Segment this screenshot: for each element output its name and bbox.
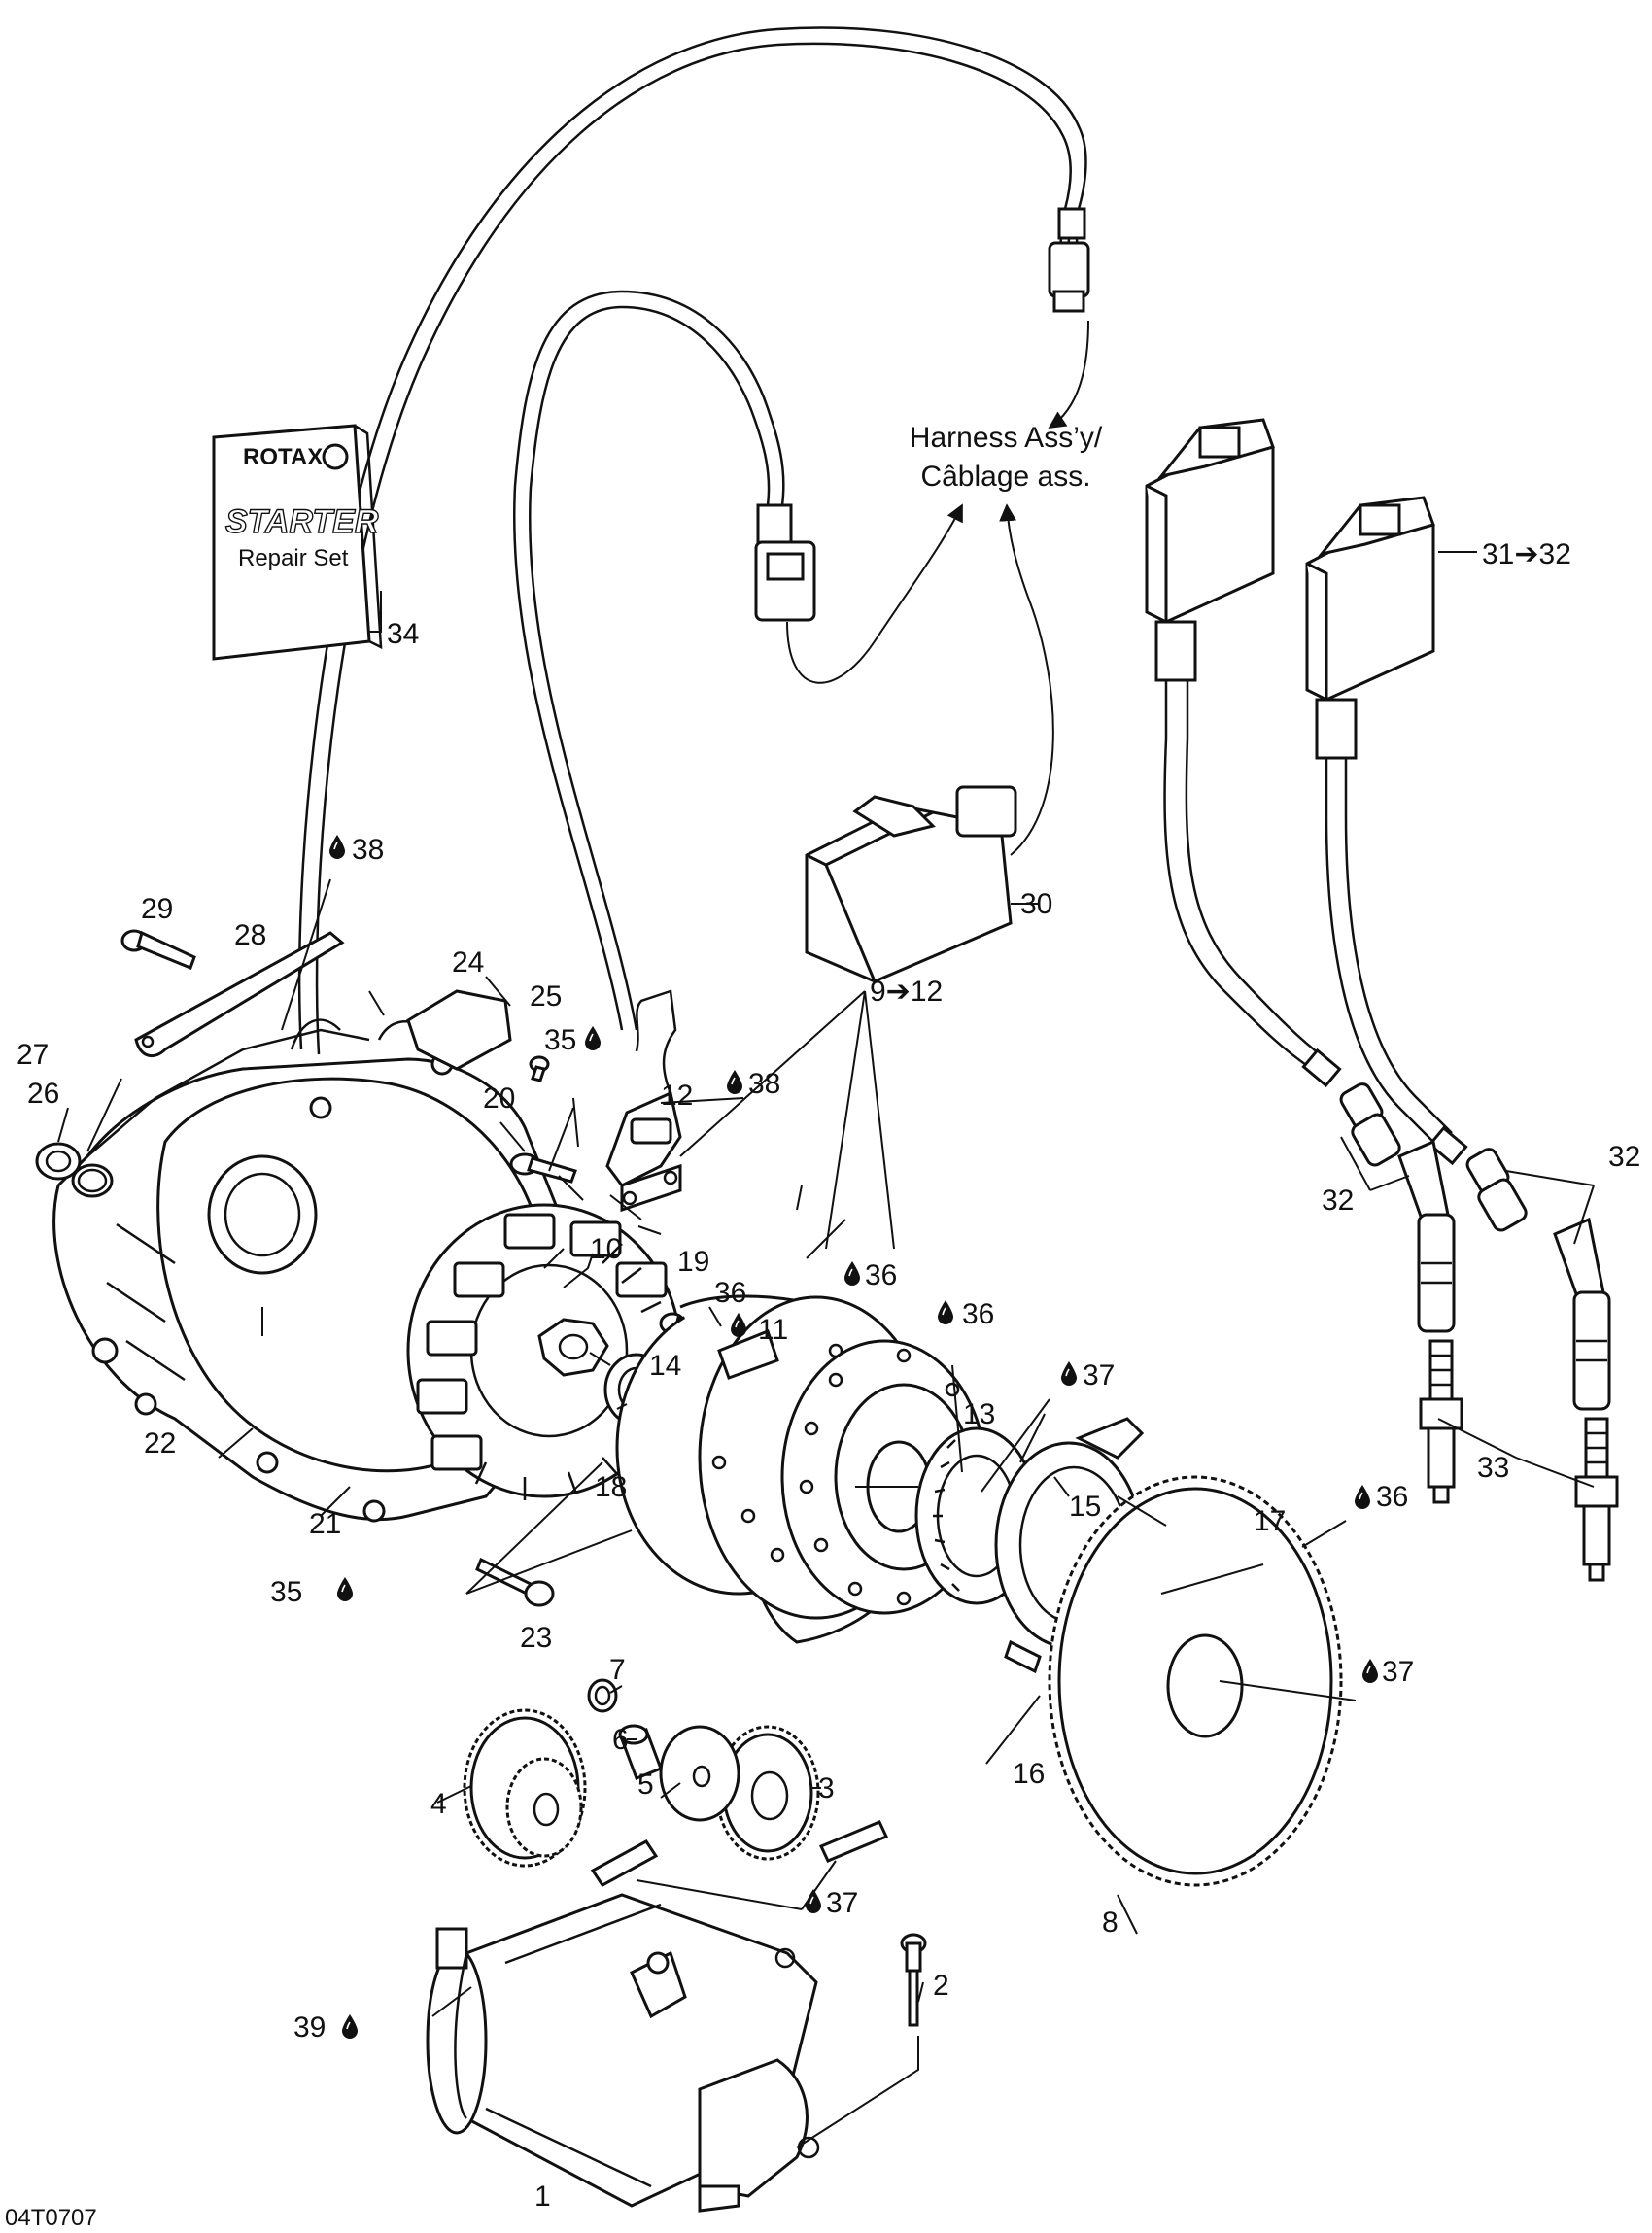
starter-repair-set-booklet: ROTAX STARTER Repair Set xyxy=(212,424,383,661)
callout-20: 20 xyxy=(483,1082,515,1115)
starter-motor xyxy=(426,1893,820,2213)
callout-35-top: 35 xyxy=(544,1024,576,1056)
callout-26: 26 xyxy=(27,1078,59,1110)
drawing-code: 04T0707 xyxy=(5,2205,97,2231)
callout-31-32: 31➔32 xyxy=(1482,538,1571,570)
thrust-washer xyxy=(659,1725,740,1822)
oil-drop-icon xyxy=(328,834,346,860)
callout-6: 6 xyxy=(612,1724,629,1756)
screw-20 xyxy=(509,1152,577,1184)
callout-2: 2 xyxy=(933,1970,949,2002)
callout-39: 39 xyxy=(293,2011,326,2044)
callout-11: 11 xyxy=(758,1314,788,1346)
callout-12: 12 xyxy=(661,1080,693,1112)
spark-plug-2 xyxy=(1574,1417,1619,1582)
rotax-logo-icon xyxy=(322,443,349,470)
callout-4: 4 xyxy=(430,1788,447,1820)
callout-23: 23 xyxy=(520,1622,552,1654)
callout-8: 8 xyxy=(1102,1907,1119,1939)
callout-16: 16 xyxy=(1013,1758,1045,1790)
callout-3: 3 xyxy=(818,1772,835,1804)
intermediate-gear xyxy=(715,1725,820,1861)
callout-27: 27 xyxy=(17,1039,49,1071)
spark-plug-1 xyxy=(1419,1339,1463,1504)
callout-30: 30 xyxy=(1020,888,1052,920)
callout-labels: 1 2 3 4 5 6 7 8 9➔12 10 11 12 13 14 15 1… xyxy=(17,538,1640,2213)
callout-7: 7 xyxy=(609,1654,626,1686)
cable-retainer-plate xyxy=(134,931,345,1058)
leader-lines xyxy=(57,551,1595,2148)
oil-drop-icon xyxy=(937,1299,954,1325)
callout-37-shafts: 37 xyxy=(826,1887,858,1919)
callout-36-screw: 36 xyxy=(714,1277,746,1309)
oil-drop-icon xyxy=(1361,1658,1379,1684)
screw-25 xyxy=(529,1055,550,1082)
booklet-title: STARTER xyxy=(225,503,379,540)
callout-36-rotor: 36 xyxy=(865,1259,897,1291)
booklet-subtitle: Repair Set xyxy=(238,545,349,571)
callout-24: 24 xyxy=(452,946,484,979)
oil-drop-icon xyxy=(341,2013,359,2040)
ignition-coil-1 xyxy=(1145,418,1275,739)
callout-17: 17 xyxy=(1254,1505,1286,1537)
callout-28: 28 xyxy=(234,919,266,951)
idler-gear xyxy=(463,1708,587,1868)
harness-note-line1: Harness Ass’y/ xyxy=(910,422,1103,454)
callout-18: 18 xyxy=(595,1471,627,1503)
resistor-caps xyxy=(1339,1082,1528,1232)
callout-38-top: 38 xyxy=(352,834,384,866)
screw-23 xyxy=(475,1557,555,1607)
oil-drop-icon xyxy=(1354,1484,1371,1510)
callout-1: 1 xyxy=(534,2181,551,2213)
callout-13: 13 xyxy=(963,1398,995,1430)
harness-note-line2: Câblage ass. xyxy=(920,461,1090,493)
callout-37-gear: 37 xyxy=(1382,1656,1414,1688)
oil-drop-icon xyxy=(843,1260,861,1287)
callout-38-mid: 38 xyxy=(748,1068,780,1100)
callout-22: 22 xyxy=(144,1427,176,1460)
callout-36-hub: 36 xyxy=(962,1298,994,1330)
callout-36-nut: 36 xyxy=(1376,1481,1408,1513)
starter-ring-gear xyxy=(1048,1475,1343,1887)
spark-plug-cap-1 xyxy=(1397,1139,1456,1333)
oil-drop-icon xyxy=(336,1576,354,1602)
cable-cover xyxy=(406,989,512,1071)
ignition-coil-2 xyxy=(1305,496,1435,816)
oil-drop-icon xyxy=(1060,1360,1078,1387)
o-ring xyxy=(71,1163,114,1198)
main-harness-cable xyxy=(297,26,1090,1055)
callout-9-12: 9➔12 xyxy=(870,976,943,1008)
callout-32-right: 32 xyxy=(1608,1141,1640,1173)
screw-29 xyxy=(120,929,196,970)
oil-drop-icon xyxy=(805,1888,822,1914)
callout-34: 34 xyxy=(387,618,419,650)
washer-7 xyxy=(587,1678,618,1713)
callout-33: 33 xyxy=(1477,1452,1509,1484)
screw-2 xyxy=(900,1933,927,2027)
oil-seal xyxy=(35,1142,82,1181)
trigger-coil xyxy=(605,1090,682,1213)
harness-connector-top xyxy=(1048,241,1090,298)
callout-32-left: 32 xyxy=(1322,1185,1354,1217)
oil-drop-icon xyxy=(726,1069,743,1095)
callout-5: 5 xyxy=(637,1769,654,1801)
callout-37-clutch: 37 xyxy=(1083,1359,1115,1391)
callout-25: 25 xyxy=(530,980,562,1013)
cdi-module xyxy=(805,785,1017,983)
callout-35-bottom: 35 xyxy=(270,1576,302,1608)
oil-drop-icon xyxy=(584,1025,602,1051)
spark-plug-cap-2 xyxy=(1553,1217,1611,1411)
booklet-brand: ROTAX xyxy=(243,444,323,470)
callout-29: 29 xyxy=(141,893,173,925)
callout-19: 19 xyxy=(677,1246,709,1278)
callout-14: 14 xyxy=(649,1350,681,1382)
gear-shafts xyxy=(590,1820,889,1887)
stator-lead-cable xyxy=(513,290,816,1031)
callout-15: 15 xyxy=(1069,1491,1101,1523)
callout-21: 21 xyxy=(309,1508,341,1540)
callout-10: 10 xyxy=(590,1233,622,1265)
